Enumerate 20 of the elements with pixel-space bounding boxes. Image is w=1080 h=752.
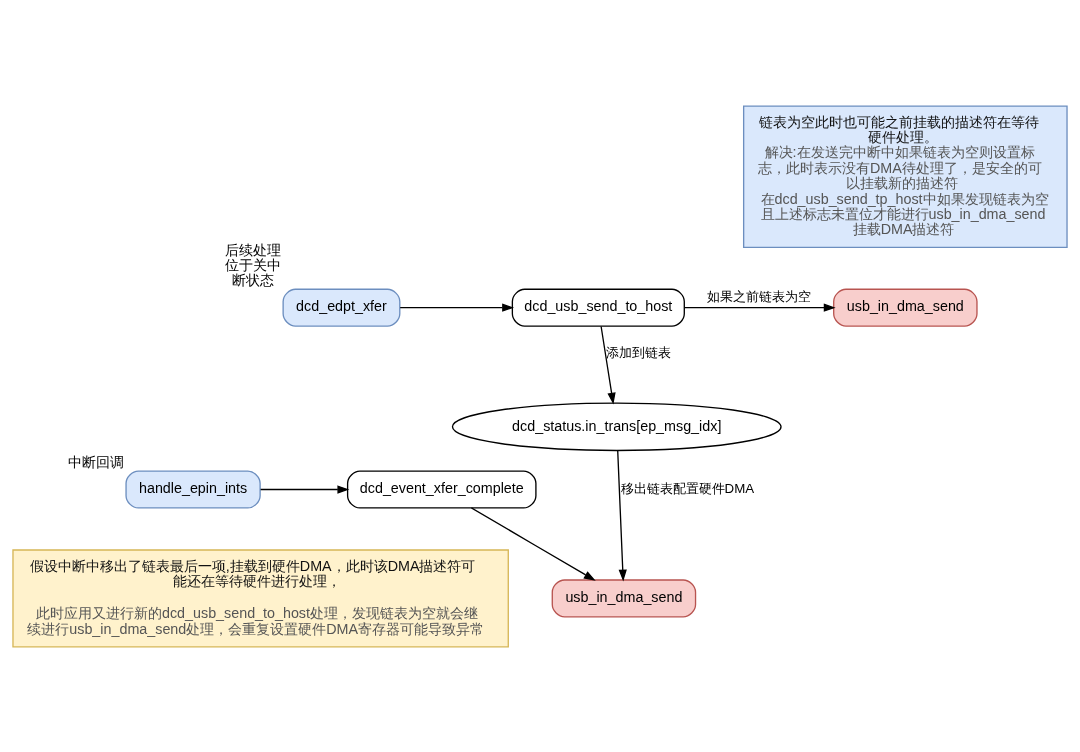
edge-label: 移出链表配置硬件DMA <box>620 480 755 496</box>
arrow <box>600 325 616 405</box>
node-label: 中断回调 <box>68 453 125 470</box>
arrow <box>470 506 596 581</box>
node-box: dcd_event_xfer_complete <box>346 469 537 509</box>
arrow <box>617 449 627 582</box>
node-box: 假设中断中移出了链表最后一项,挂载到硬件DMA，此时该DMA描述符可能还在等待硬件进行处理， 此时应用又进行新的dcd_usb_send_to_host处理，发现链表为空就会继续进行usb_in_dma_send处理，会重复设置硬件DMA寄存器可能导致异常 <box>12 548 509 647</box>
node-box: dcd_usb_send_to_host <box>511 288 685 327</box>
node-box: usb_in_dma_send <box>833 288 978 327</box>
node-box: handle_epin_ints <box>125 469 261 509</box>
arrow <box>259 484 350 494</box>
arrow <box>399 303 515 312</box>
node-box: usb_in_dma_send <box>551 578 697 617</box>
node-box: 链表为空此时也可能之前挂载的描述符在等待硬件处理。 解决:在发送完中断中如果链表为空则设置标志，此时表示没有DMA待处理了，是安全的可以挂载新的描述符 在dcd_usb_send_tp_host中如果发现链表为空且上述标志未置位才能进行usb_in_dma_send挂载DMA描述符 <box>743 104 1068 248</box>
node-label: 后续处理位于关中断状态 <box>225 241 282 288</box>
edge-label: 如果之前链表为空 <box>707 288 811 304</box>
edge-label: 添加到链表 <box>605 344 671 360</box>
node-box: dcd_edpt_xfer <box>282 288 401 327</box>
node-ellipse: dcd_status.in_trans[ep_msg_idx] <box>451 401 782 451</box>
arrow <box>684 303 836 312</box>
